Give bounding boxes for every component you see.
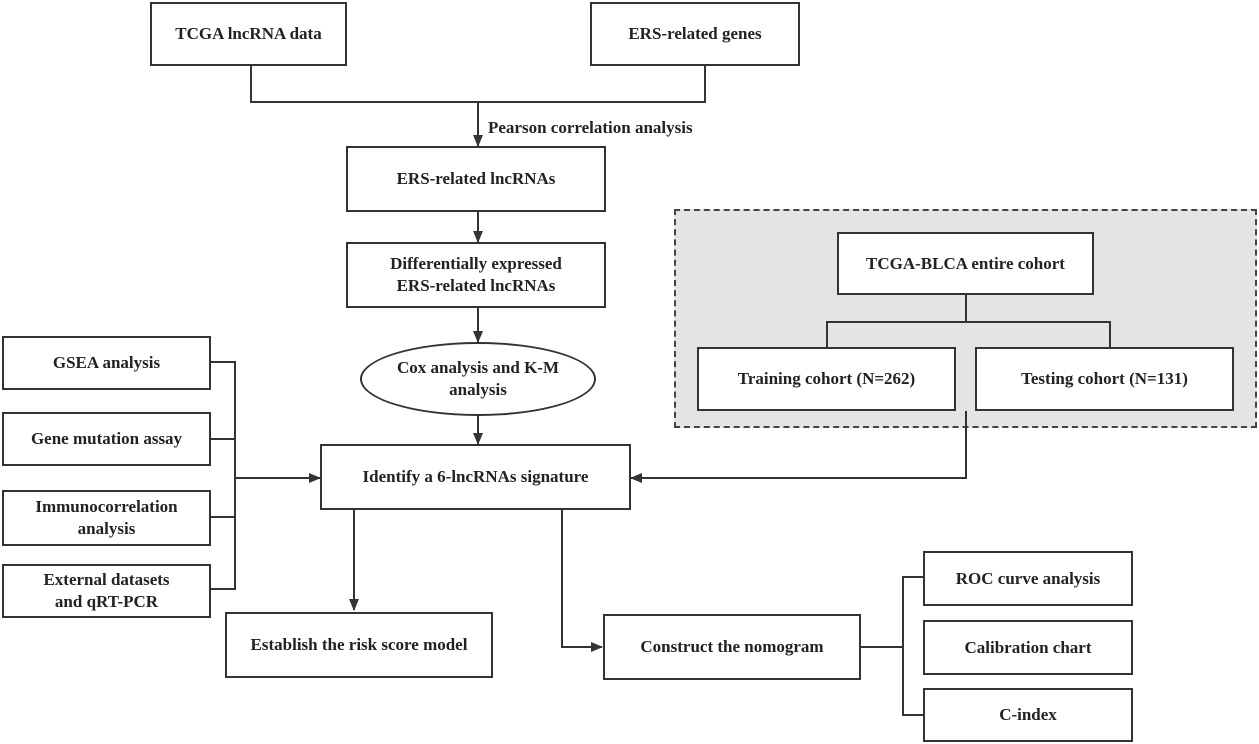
testing-cohort-box: Testing cohort (N=131): [975, 347, 1234, 411]
edge-left-bracket: [211, 361, 236, 590]
edge-blca-split: [826, 321, 1111, 347]
cindex-box: C-index: [923, 688, 1133, 742]
risk-model-box: Establish the risk score model: [225, 612, 493, 678]
signature-box: Identify a 6-lncRNAs signature: [320, 444, 631, 510]
tcga-blca-box: TCGA-BLCA entire cohort: [837, 232, 1094, 295]
roc-label: ROC curve analysis: [955, 568, 1101, 588]
edge-arrow-panel-to-signature: [630, 411, 967, 483]
roc-box: ROC curve analysis: [923, 551, 1133, 606]
external-line1: External datasets: [43, 570, 170, 589]
ers-lncrnas-label: ERS-related lncRNAs: [396, 169, 556, 188]
mutation-box: Gene mutation assay: [2, 412, 211, 466]
gsea-label: GSEA analysis: [52, 353, 161, 372]
cindex-label: C-index: [999, 705, 1057, 724]
calibration-box: Calibration chart: [923, 620, 1133, 675]
ers-lncrnas-box: ERS-related lncRNAs: [346, 146, 606, 212]
ers-genes-label: ERS-related genes: [628, 24, 762, 43]
diff-expressed-line1: Differentially expressed: [390, 254, 562, 273]
edge-arrow-to-nomogram: [561, 510, 603, 652]
testing-cohort-label: Testing cohort (N=131): [1021, 369, 1188, 388]
calibration-label: Calibration chart: [964, 637, 1092, 657]
ers-genes-box: ERS-related genes: [590, 2, 800, 66]
immuno-line2: analysis: [77, 519, 136, 538]
tcga-lncrna-box: TCGA lncRNA data: [150, 2, 347, 66]
cox-km-line1: Cox analysis and K-M: [397, 358, 559, 377]
tcga-lncrna-label: TCGA lncRNA data: [175, 24, 322, 43]
pearson-edge-label: Pearson correlation analysis: [488, 118, 693, 137]
nomogram-label: Construct the nomogram: [640, 637, 824, 656]
cox-km-ellipse: Cox analysis and K-M analysis: [360, 342, 596, 416]
immuno-box: Immunocorrelation analysis: [2, 490, 211, 546]
training-cohort-box: Training cohort (N=262): [697, 347, 956, 411]
edge-right-bracket: [902, 576, 923, 716]
risk-model-label: Establish the risk score model: [250, 635, 468, 654]
cox-km-line2: analysis: [449, 380, 507, 399]
signature-label: Identify a 6-lncRNAs signature: [362, 467, 589, 486]
diff-expressed-box: Differentially expressed ERS-related lnc…: [346, 242, 606, 308]
gsea-box: GSEA analysis: [2, 336, 211, 390]
tcga-blca-label: TCGA-BLCA entire cohort: [866, 253, 1065, 273]
nomogram-box: Construct the nomogram: [603, 614, 861, 680]
external-box: External datasets and qRT-PCR: [2, 564, 211, 618]
mutation-label: Gene mutation assay: [30, 429, 183, 448]
edge-inputs-merge: [250, 66, 706, 103]
diff-expressed-line2: ERS-related lncRNAs: [396, 276, 556, 295]
external-line2: and qRT-PCR: [54, 592, 159, 611]
immuno-line1: Immunocorrelation: [35, 497, 178, 516]
training-cohort-label: Training cohort (N=262): [737, 369, 916, 388]
